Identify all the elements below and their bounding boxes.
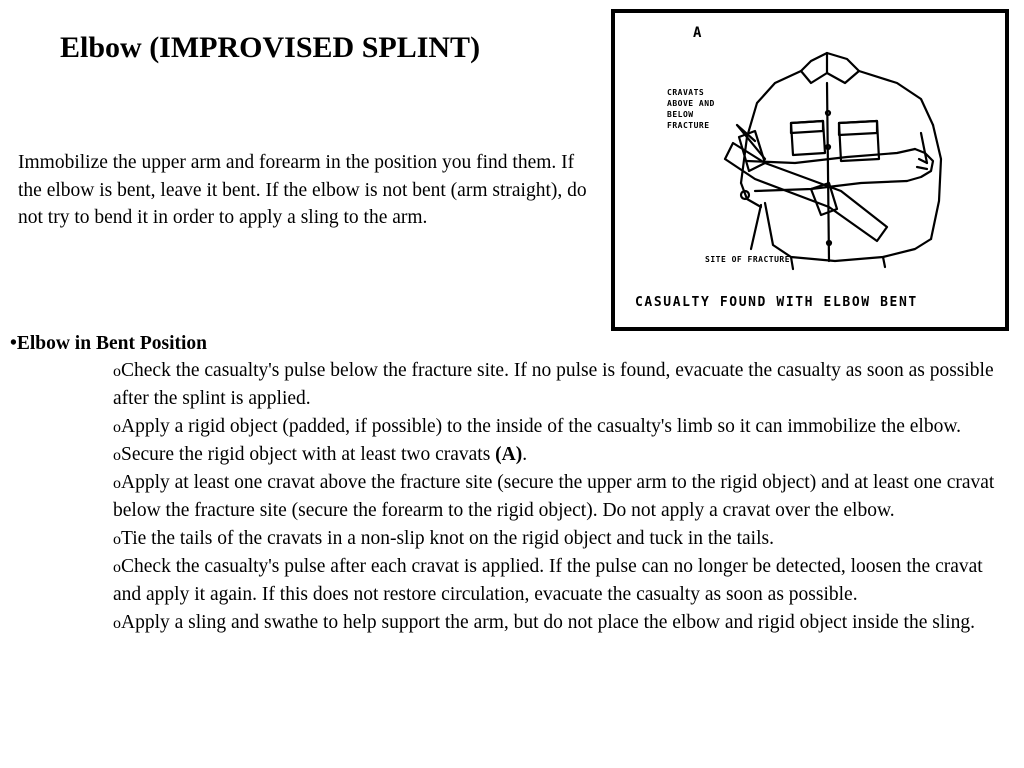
shirt-button [824,109,832,117]
left-shoulder-outline [739,69,803,185]
cravats-callout-line: FRACTURE [667,121,710,130]
page-title: Elbow (IMPROVISED SPLINT) [60,31,481,64]
elbow-knot [739,189,751,201]
step-marker: o [113,530,121,548]
step-marker: o [113,559,121,577]
section-heading: •Elbow in Bent Position [10,330,1014,357]
shirt-button [824,143,832,151]
step-item: oCheck the casualty's pulse below the fr… [113,357,1014,413]
hand-fingers [915,157,929,171]
step-text: Apply at least one cravat above the frac… [113,472,995,522]
shirt-button [825,239,833,247]
fracture-site-label: SITE OF FRACTURE [705,255,791,264]
step-marker: o [113,418,121,436]
left-pocket-outline [789,119,827,157]
pointer-cravats [735,123,767,161]
shirt-placket [825,81,831,263]
step-item: oApply at least one cravat above the fra… [113,469,1014,525]
step-item: oApply a rigid object (padded, if possib… [113,413,1014,441]
cravat-upper [737,129,767,173]
section-heading-text: Elbow in Bent Position [16,333,207,354]
right-sleeve-inner [919,131,929,165]
step-marker: o [113,363,121,380]
step-marker: o [113,614,121,632]
right-shoulder-outline [857,69,935,127]
cravat-lower [809,181,839,217]
cravats-callout-line: BELOW [667,110,694,119]
step-text: Secure the rigid object with at least tw… [121,443,496,465]
step-item: oApply a sling and swathe to help suppor… [113,609,1014,637]
cravats-callout-line: ABOVE AND [667,99,715,108]
intro-paragraph: Immobilize the upper arm and forearm in … [18,152,587,228]
rigid-object-splint [723,141,889,243]
collar-outline [799,51,861,85]
right-sleeve-outline [929,123,943,241]
forearm-upper-edge [745,147,917,165]
step-item: oSecure the rigid object with at least t… [113,441,1014,469]
pointer-site [749,203,763,251]
step-text: Tie the tails of the cravats in a non-sl… [121,527,774,549]
left-pocket-flap [789,119,825,135]
cravats-callout-line: CRAVATS [667,88,705,97]
step-marker: o [113,475,121,493]
steps-list: oCheck the casualty's pulse below the fr… [113,357,1014,637]
step-text: Apply a sling and swathe to help support… [121,611,976,633]
figure-caption: CASUALTY FOUND WITH ELBOW BENT [635,295,918,310]
torso-left-side [763,201,933,263]
step-text: Apply a rigid object (padded, if possibl… [121,415,962,437]
right-pocket-flap [837,119,879,137]
cravats-callout-label: CRAVATS ABOVE AND BELOW FRACTURE [667,87,715,131]
bullet-marker: • [10,333,17,354]
figure-reference: (A) [495,443,523,465]
shirt-hem [789,255,887,271]
figure-letter-label: A [693,25,702,41]
step-item: oTie the tails of the cravats in a non-s… [113,525,1014,553]
illustration-figure: A CRAVATS ABOVE AND BELOW FRACTURE SITE … [611,9,1009,331]
elbow-curve [739,181,763,209]
bent-position-section: •Elbow in Bent Position oCheck the casua… [10,330,1014,637]
hand-outline [905,147,935,183]
step-item: oCheck the casualty's pulse after each c… [113,553,1014,609]
step-text-end: . [522,443,528,465]
step-text: Check the casualty's pulse below the fra… [113,360,994,410]
casualty-illustration [723,51,943,271]
step-text: Check the casualty's pulse after each cr… [113,556,983,606]
step-marker: o [113,446,121,464]
